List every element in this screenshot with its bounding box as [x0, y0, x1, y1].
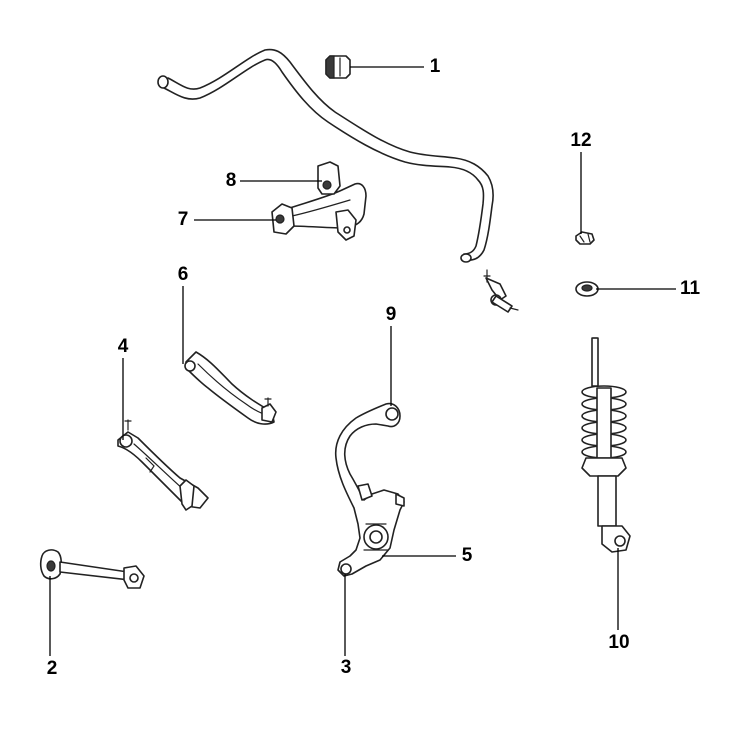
callout-4: 4 — [118, 336, 129, 357]
callout-1: 1 — [430, 56, 441, 77]
strut-mount — [575, 281, 599, 297]
leader-lines — [49, 66, 676, 656]
callout-labels: 1 2 3 4 5 6 7 8 9 10 11 12 — [47, 56, 701, 679]
callout-9: 9 — [386, 304, 397, 325]
stabilizer-link — [483, 269, 519, 313]
callout-2: 2 — [47, 658, 58, 679]
stabilizer-bar — [157, 48, 494, 263]
callout-7: 7 — [178, 209, 189, 230]
stabilizer-bushing — [325, 55, 351, 79]
rear-link — [39, 549, 145, 589]
callout-12: 12 — [570, 130, 591, 151]
nut — [575, 231, 595, 245]
shock-absorber — [581, 337, 631, 553]
callout-3: 3 — [341, 657, 352, 678]
upper-arm-bracket-assembly — [271, 161, 367, 241]
trailing-arm — [184, 351, 277, 425]
callout-6: 6 — [178, 264, 189, 285]
callout-11: 11 — [680, 278, 701, 299]
callout-10: 10 — [608, 632, 629, 653]
lower-control-arm — [117, 419, 209, 511]
steering-knuckle — [334, 402, 405, 577]
callout-5: 5 — [462, 545, 473, 566]
callout-8: 8 — [226, 170, 237, 191]
